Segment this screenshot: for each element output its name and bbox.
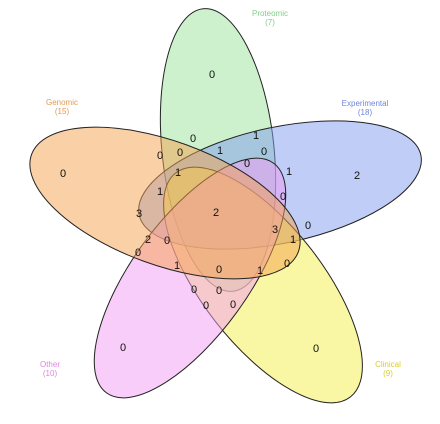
region-count-r01: 0 [190, 133, 196, 145]
set-count-clinical: (9) [383, 369, 393, 378]
region-count-r24: 0 [216, 285, 222, 297]
region-count-r26: 0 [203, 300, 209, 312]
region-count-r06: 0 [261, 146, 267, 158]
set-name-genomic: Genomic [46, 98, 78, 107]
region-count-r07: 1 [175, 167, 181, 179]
set-count-other: (10) [43, 369, 58, 378]
region-count-proteomic-only: 0 [209, 69, 215, 81]
region-count-r25: 0 [230, 299, 236, 311]
region-count-r22: 1 [257, 265, 263, 277]
region-count-r20: 1 [174, 260, 180, 272]
region-count-r10: 0 [280, 191, 286, 203]
region-count-center: 2 [213, 207, 219, 219]
region-count-r23: 0 [191, 284, 197, 296]
set-count-proteomic: (7) [265, 18, 275, 27]
region-count-r21: 0 [216, 264, 222, 276]
genomic-ellipse [29, 126, 301, 280]
region-count-genomic-only: 0 [60, 168, 66, 180]
region-count-r04: 0 [177, 147, 183, 159]
region-count-r08: 0 [244, 158, 250, 170]
region-count-r13: 0 [305, 220, 311, 232]
region-count-r02: 1 [253, 130, 259, 142]
set-count-experimental: (18) [358, 108, 373, 117]
set-count-genomic: (15) [55, 107, 70, 116]
set-name-experimental: Experimental [342, 99, 389, 108]
region-count-r09: 1 [286, 166, 292, 178]
region-count-r14: 3 [272, 224, 278, 236]
region-count-r19: 0 [284, 258, 290, 270]
region-count-r12: 3 [136, 208, 142, 220]
region-count-r05: 1 [217, 145, 223, 157]
region-count-clinical-only: 0 [313, 343, 319, 355]
region-count-r11: 1 [157, 186, 163, 198]
region-count-r03: 0 [157, 150, 163, 162]
set-name-proteomic: Proteomic [252, 9, 288, 18]
region-count-r15: 1 [290, 234, 296, 246]
region-count-r18: 0 [135, 247, 141, 259]
region-count-r17: 0 [164, 235, 170, 247]
region-count-r16: 2 [145, 234, 151, 246]
set-name-clinical: Clinical [375, 360, 401, 369]
region-count-other-only: 0 [120, 342, 126, 354]
set-name-other: Other [40, 360, 60, 369]
region-count-experimental-only: 2 [354, 170, 360, 182]
